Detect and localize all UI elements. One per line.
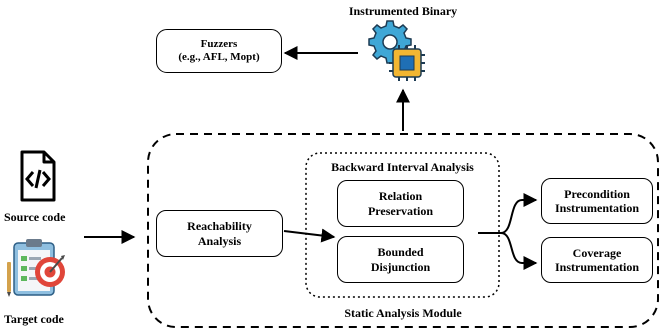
instrumented-binary-label: Instrumented Binary xyxy=(348,4,458,18)
precondition-line2: Instrumentation xyxy=(554,201,639,215)
relation-line1: Relation xyxy=(378,189,423,204)
brace-split-connector xyxy=(500,193,538,234)
reachability-line2: Analysis xyxy=(197,233,242,248)
static-analysis-module-container xyxy=(147,133,659,328)
static-analysis-module-label: Static Analysis Module xyxy=(344,306,462,320)
coverage-line2: Instrumentation xyxy=(554,260,639,274)
brace-split-connector-lower xyxy=(500,232,538,270)
relation-preservation-node: Relation Preservation xyxy=(337,180,464,227)
source-code-label: Source code xyxy=(4,210,66,224)
precondition-instrumentation-node: Precondition Instrumentation xyxy=(541,178,653,224)
target-clipboard-icon xyxy=(7,239,65,297)
source-code-file-icon xyxy=(20,150,56,202)
arrow-reachability-to-backward xyxy=(283,228,336,243)
bounded-disjunction-node: Bounded Disjunction xyxy=(337,236,464,283)
gear-chip-icon xyxy=(368,20,425,81)
chip-icon xyxy=(389,45,425,81)
fuzzers-title: Fuzzers xyxy=(200,37,238,50)
reachability-line1: Reachability xyxy=(187,219,252,234)
coverage-line1: Coverage xyxy=(572,245,622,260)
coverage-instrumentation-node: Coverage Instrumentation xyxy=(541,237,653,283)
fuzzers-examples: (e.g., AFL, Mopt) xyxy=(178,51,260,63)
reachability-analysis-node: Reachability Analysis xyxy=(156,210,283,257)
backward-interval-analysis-label: Backward Interval Analysis xyxy=(331,160,474,174)
fuzzers-node: Fuzzers (e.g., AFL, Mopt) xyxy=(156,29,282,73)
bounded-line2: Disjunction xyxy=(370,259,431,274)
precondition-line1: Precondition xyxy=(564,186,630,201)
relation-line2: Preservation xyxy=(367,203,434,218)
bounded-line1: Bounded xyxy=(377,245,424,260)
target-code-label: Target code xyxy=(4,312,64,326)
